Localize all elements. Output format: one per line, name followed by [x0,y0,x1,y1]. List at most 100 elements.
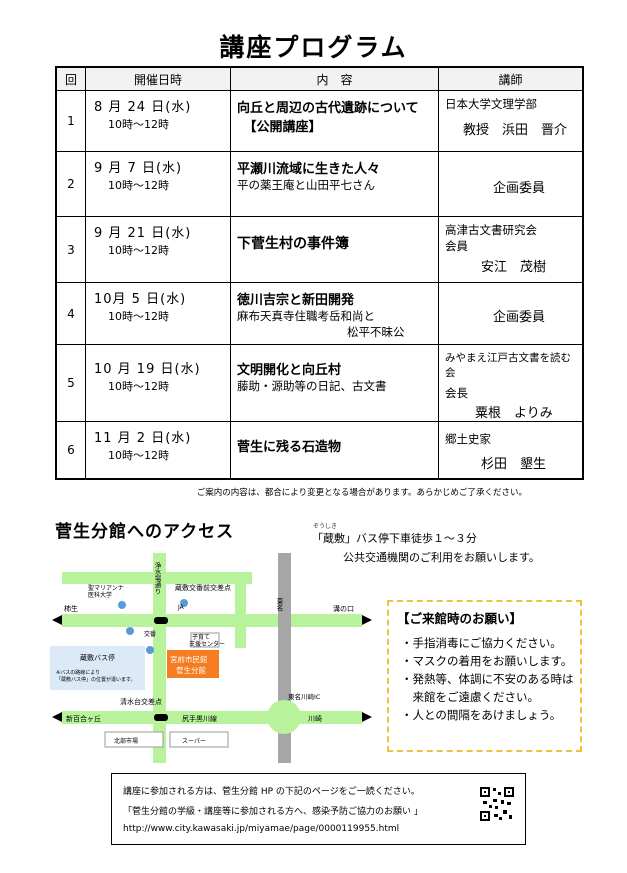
request-title: 【ご来館時のお願い】 [397,611,523,626]
date: 9 月 21 日(水) [94,226,192,241]
label-kawasaki-ic: 東名川崎IC [288,692,321,701]
table-row: 3 9 月 21 日(水)10時～12時 下菅生村の事件簿 高津古文書研究会会員… [55,216,584,283]
row-date: 9 月 7 日(水) 10時～12時 [85,151,231,217]
topic-sub: 藤助・源助等の日記、古文書 [237,379,387,393]
lecturer-org: 高津古文書研究会 [445,223,537,237]
arrow-icon [362,615,372,625]
topic: 平瀬川流域に生きた人々 [237,162,381,177]
label-kosodate: 子育て [192,633,210,641]
transit-request: 公共交通機関のご利用をお願いします。 [343,551,540,564]
table-row: 5 10 月 19 日(水) 10時～12時 文明開化と向丘村藤助・源助等の日記、… [55,344,584,422]
table-row: 2 9 月 7 日(水)10時～12時 平瀬川流域に生きた人々平の薬王庵と山田平… [55,151,584,217]
date: 8 月 24 日(水) [94,100,192,115]
lecturer-name: 教授 浜田 晋介 [463,123,568,138]
pin-icon [126,627,134,635]
row-content: 徳川吉宗と新田開発麻布天真寺住職考岳和尚と松平不昧公 [230,282,439,345]
topic-sub: 麻布天真寺住職考岳和尚と [237,309,375,323]
row-no: 6 [55,421,86,479]
arrow-icon [362,712,372,722]
road [235,583,246,648]
footer-box: 講座に参加される方は、菅生分館 HP の下記のページをご一読ください。 「菅生分… [111,773,526,845]
topic-sub: 【公開講座】 [237,120,322,135]
arrow-icon [52,712,62,722]
row-date: 11 月 2 日(水) 10時～12時 [85,421,231,479]
bus-stop-ruby: ぞうしき [313,523,338,530]
label-shimizudai: 清水台交差点 [120,697,162,706]
qr-code-icon[interactable] [479,786,515,822]
table-row: 6 11 月 2 日(水) 10時～12時 菅生に残る石造物 郷土史家杉田 墾生 [55,421,584,479]
time: 10時～12時 [108,244,169,257]
date: 9 月 7 日(水) [94,161,183,176]
table-row: 1 8 月 24 日(水) 10時～12時 向丘と周辺の古代遺跡について 【公開講… [55,90,584,152]
row-content: 文明開化と向丘村藤助・源助等の日記、古文書 [230,344,439,422]
lecturer-name: 杉田 墾生 [481,457,547,472]
label-bus-note2: 「蔵敷バス停」の位置が違います。 [56,676,136,683]
topic: 徳川吉宗と新田開発 [237,293,355,308]
label-tomei: 東名 [275,597,283,613]
pin-icon [118,601,126,609]
header-no: 回 [55,66,86,91]
footer-line: 講座に参加される方は、菅生分館 HP の下記のページをご一読ください。 [123,787,420,797]
label-ja: JA [177,604,185,611]
time: 10時～12時 [108,118,169,131]
time: 10時～12時 [108,449,169,462]
label-shinyuri: 新百合ヶ丘 [66,714,101,723]
bus-info: 「蔵敷」バス停下車徒歩１～３分 [312,532,477,545]
footer-link[interactable]: http://www.city.kawasaki.jp/miyamae/page… [123,824,400,834]
building-center [167,650,219,678]
road [62,614,362,627]
lecturer-org: 郷土史家 [445,432,491,446]
label-kitabu: 北部市場 [114,737,138,745]
access-map: 浄水場通り 蔵敷交番前交差点 聖マリアンナ 医科大学 JA 柿生 交番 子育て … [50,553,372,763]
traffic-signal-icon [154,617,168,624]
header-date: 開催日時 [85,66,231,91]
label-maria: 聖マリアンナ [88,585,124,592]
lecturer-name: 安江 茂樹 [481,260,547,275]
row-no: 5 [55,344,86,422]
topic-sub: 平の薬王庵と山田平七さん [237,178,375,192]
topic: 向丘と周辺の古代遺跡について [237,101,419,116]
topic: 菅生に残る石造物 [237,440,342,455]
topic: 文明開化と向丘村 [237,363,342,378]
date: 10月 5 日(水) [94,292,187,307]
label-kawasaki: 川崎 [308,714,322,723]
label-mizonokuchi: 溝の口 [333,604,354,613]
topic: 下菅生村の事件簿 [237,236,349,252]
lecturer-role: 会長 [445,386,468,400]
time: 10時～12時 [108,310,169,323]
page-title: 講座プログラム [219,33,408,62]
row-date: 10 月 19 日(水) 10時～12時 [85,344,231,422]
building [169,731,229,748]
request-item: ・発熱等、体調に不安のある時は [401,672,574,686]
bus-stop-box [50,646,145,690]
label-center1: 宮前市民館 [170,654,208,664]
label-cross: 蔵敷交番前交差点 [175,583,231,592]
label-jyosui: 浄水場通り [153,561,161,595]
lecturer-org: みやまえ江戸古文書を読む会 [445,352,571,379]
time: 10時～12時 [108,380,169,393]
row-lecturer: 日本大学文理学部教授 浜田 晋介 [438,90,584,152]
label-koban: 交番 [144,630,156,638]
row-no: 1 [55,90,86,152]
footer-line: 「菅生分館の学級・講座等に参加される方へ、感染予防ご協力のお願い 」 [123,807,423,817]
date: 11 月 2 日(水) [94,431,192,446]
label-maria2: 医科大学 [88,591,112,599]
lecturer-name: 粟根 よりみ [475,406,553,421]
lecturer-name: 企画委員 [493,310,546,325]
date: 10 月 19 日(水) [94,362,201,377]
row-content: 平瀬川流域に生きた人々平の薬王庵と山田平七さん [230,151,439,217]
row-lecturer: 企画委員 [438,282,584,345]
row-date: 10月 5 日(水) 10時～12時 [85,282,231,345]
request-item: 来館をご遠慮ください。 [401,690,539,704]
pin-icon [146,646,154,654]
header-content: 内 容 [230,66,439,91]
row-lecturer: みやまえ江戸古文書を読む会会長粟根 よりみ [438,344,584,422]
label-super: スーパー [182,738,206,745]
label-bus-note: ※バスの路線により [56,669,100,676]
time: 10時～12時 [108,179,169,192]
row-no: 4 [55,282,86,345]
lecturer-org: 日本大学文理学部 [445,97,537,111]
row-no: 3 [55,216,86,283]
pin-icon [180,599,188,607]
building [104,731,164,748]
